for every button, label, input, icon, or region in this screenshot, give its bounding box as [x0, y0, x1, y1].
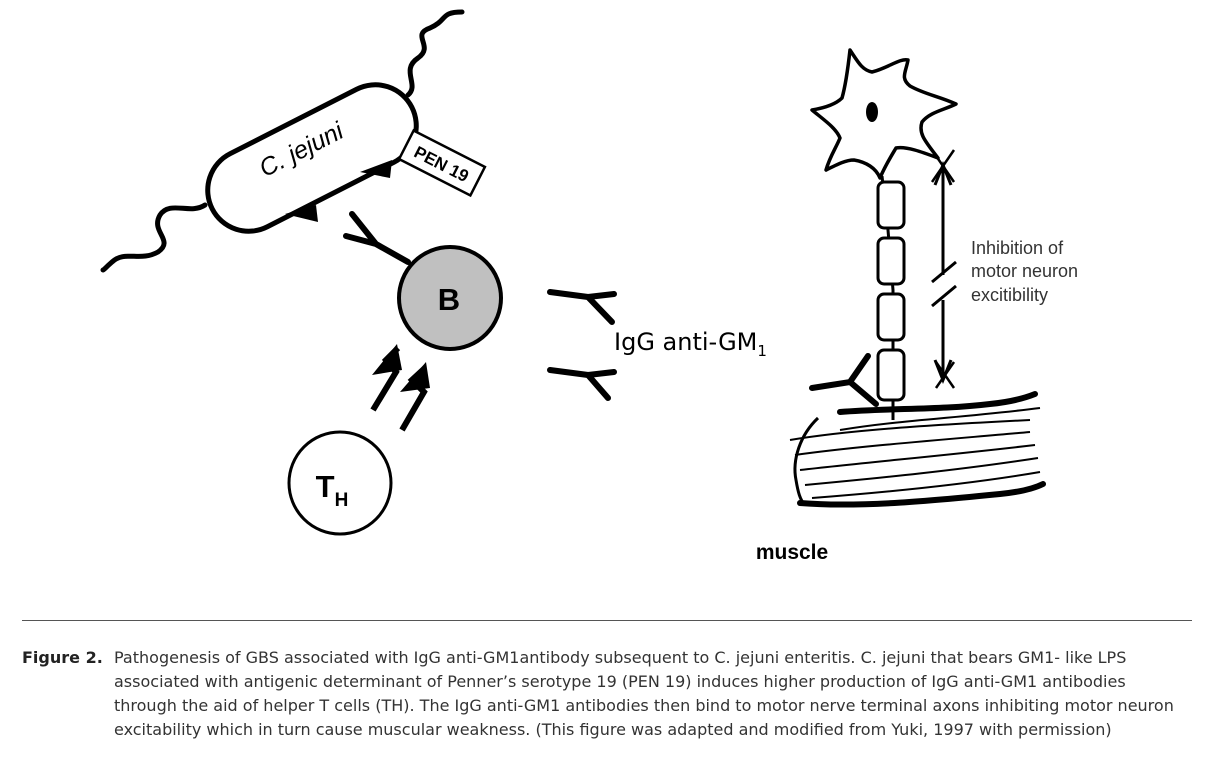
caption-text: Pathogenesis of GBS associated with IgG … — [114, 648, 1174, 739]
myelin-segment-4 — [876, 348, 906, 402]
muscle-top-edge — [837, 391, 1038, 415]
motor-neuron — [809, 48, 958, 420]
antibody-upper — [547, 289, 617, 325]
igg-antibody-label: IgG anti-GM1 — [614, 328, 767, 360]
b-cell: B — [343, 211, 503, 351]
muscle-label: muscle — [756, 541, 828, 564]
pathogenesis-diagram: C. jejuni PEN 19 B TH IgG anti-GM1 — [100, 9, 1083, 564]
c-jejuni-bacterium: C. jejuni PEN 19 — [100, 9, 487, 273]
muscle-fibers — [789, 407, 1041, 499]
activation-arrows — [370, 344, 430, 432]
th-cell-sub: H — [335, 490, 349, 511]
myelin-segment-1 — [876, 180, 906, 230]
th-cell-main: T — [316, 469, 335, 504]
b-cell-label: B — [438, 282, 460, 317]
myelin-segment-3 — [876, 292, 906, 342]
bacterium-body — [205, 82, 419, 234]
b-cell-antibody — [343, 211, 411, 265]
figure-caption: Figure 2. Pathogenesis of GBS associated… — [22, 646, 1192, 742]
flagellum-bottom — [100, 202, 208, 273]
pen19-tag — [397, 128, 487, 198]
inhibition-marker — [930, 149, 957, 389]
b-cell-circle — [397, 245, 503, 351]
antigen-triangle-lower — [285, 205, 318, 222]
flagellum-top — [405, 9, 465, 98]
muscle-left-edge — [793, 416, 820, 507]
antibody-lower — [547, 367, 617, 401]
bound-antibody — [809, 353, 879, 407]
inhibition-line-1: Inhibition of — [971, 238, 1064, 258]
free-antibodies — [547, 289, 617, 401]
helper-t-cell: TH — [287, 430, 393, 536]
th-cell-label: TH — [316, 469, 349, 511]
caption-divider — [22, 620, 1192, 621]
neuron-nucleus — [866, 102, 878, 122]
muscle-tissue — [789, 391, 1046, 508]
inhibition-label: Inhibition of motor neuron excitibility — [971, 238, 1083, 305]
th-cell-circle — [287, 430, 393, 536]
antigen-triangle-upper — [360, 160, 392, 178]
neuron-soma — [810, 48, 958, 180]
inhibition-line-2: motor neuron — [971, 261, 1078, 281]
myelin-segment-2 — [876, 236, 906, 286]
inhibition-line-3: excitibility — [971, 285, 1048, 305]
igg-label-main: IgG anti-GM — [614, 328, 757, 356]
igg-label-sub: 1 — [757, 342, 767, 360]
caption-label: Figure 2. — [22, 648, 103, 667]
muscle-bottom-edge — [797, 481, 1046, 508]
